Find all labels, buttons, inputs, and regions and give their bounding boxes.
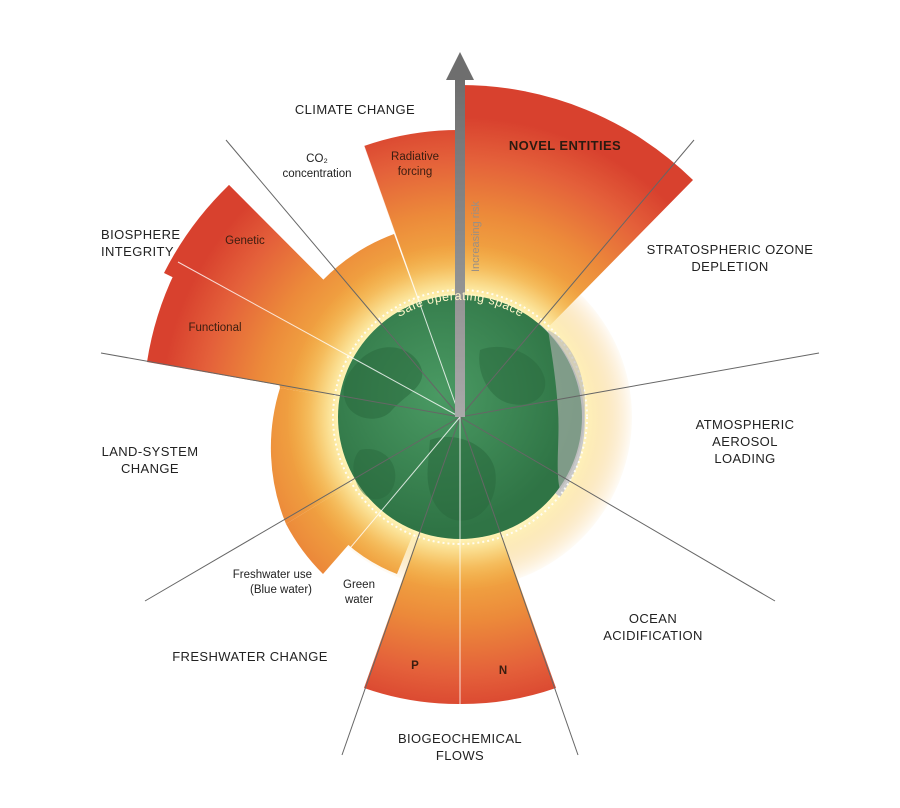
label-land-system-change: LAND-SYSTEM CHANGE (101, 444, 199, 476)
continent-shape (479, 346, 546, 405)
label-ocean-acidification: OCEAN ACIDIFICATION (603, 611, 703, 643)
label-biogeochemical-flows: BIOGEOCHEMICAL FLOWS (397, 731, 523, 763)
label-blue-water: Freshwater use (Blue water) (232, 569, 312, 596)
sub-dividers (177, 145, 461, 704)
label-phosphorus: P (411, 660, 419, 672)
label-green-water: Green water (343, 579, 375, 606)
increasing-risk-label: Increasing risk (470, 201, 482, 272)
increasing-risk-arrow (446, 52, 474, 417)
label-freshwater-change: FRESHWATER CHANGE (172, 649, 328, 664)
continent-shape (548, 330, 585, 490)
continent-shape (353, 449, 396, 500)
label-genetic: Genetic (225, 235, 265, 247)
label-climate-change: CLIMATE CHANGE (294, 102, 416, 117)
label-nitrogen: N (498, 665, 508, 677)
label-radiative-forcing: Radiative forcing (391, 151, 439, 178)
label-novel-entities: NOVEL ENTITIES (508, 138, 622, 153)
label-functional: Functional (188, 322, 242, 334)
continent-shape (343, 347, 423, 419)
label-atmospheric-aerosol: ATMOSPHERIC AEROSOL LOADING (695, 417, 795, 466)
continent-shape (427, 436, 496, 521)
label-stratospheric-ozone: STRATOSPHERIC OZONE DEPLETION (646, 242, 814, 274)
label-co2-concentration: CO₂ concentration (282, 153, 352, 180)
label-biosphere-integrity: BIOSPHERE INTEGRITY (101, 227, 181, 259)
boundary-dividers (100, 139, 820, 756)
